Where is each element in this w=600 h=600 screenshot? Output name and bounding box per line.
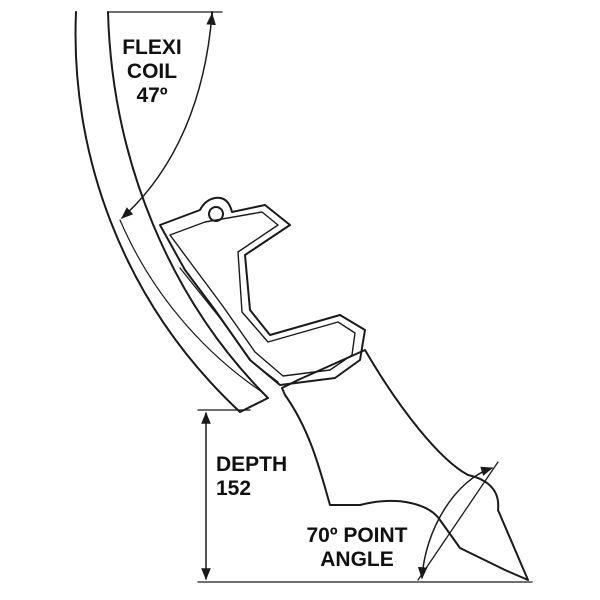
clamp-bracket-edge	[179, 267, 279, 383]
clamp-bolt-hole	[208, 206, 224, 222]
depth-label-line2: 152	[216, 477, 252, 500]
coil-angle-label-line1: FLEXI	[122, 36, 182, 59]
depth-label-line1: DEPTH	[216, 453, 288, 476]
clamp-bracket	[159, 196, 366, 386]
point-angle-arc	[417, 466, 494, 580]
point-angle-line	[417, 461, 499, 581]
shovel-point	[281, 349, 529, 581]
coil-angle-arc	[121, 12, 216, 219]
point-angle-label-line2: ANGLE	[320, 548, 394, 571]
clamp-bracket-inner	[169, 211, 356, 377]
coil-angle-label-line3: 47º	[136, 84, 168, 107]
coil-angle-label-line2: COIL	[126, 60, 178, 83]
depth-label: DEPTH 152	[216, 453, 287, 501]
coil-angle-label: FLEXI COIL 47º	[112, 36, 192, 108]
point-angle-label-line1: 70º POINT	[306, 524, 408, 547]
coil-shank-inner-edge	[119, 219, 263, 393]
point-angle-label: 70º POINT ANGLE	[292, 524, 422, 572]
